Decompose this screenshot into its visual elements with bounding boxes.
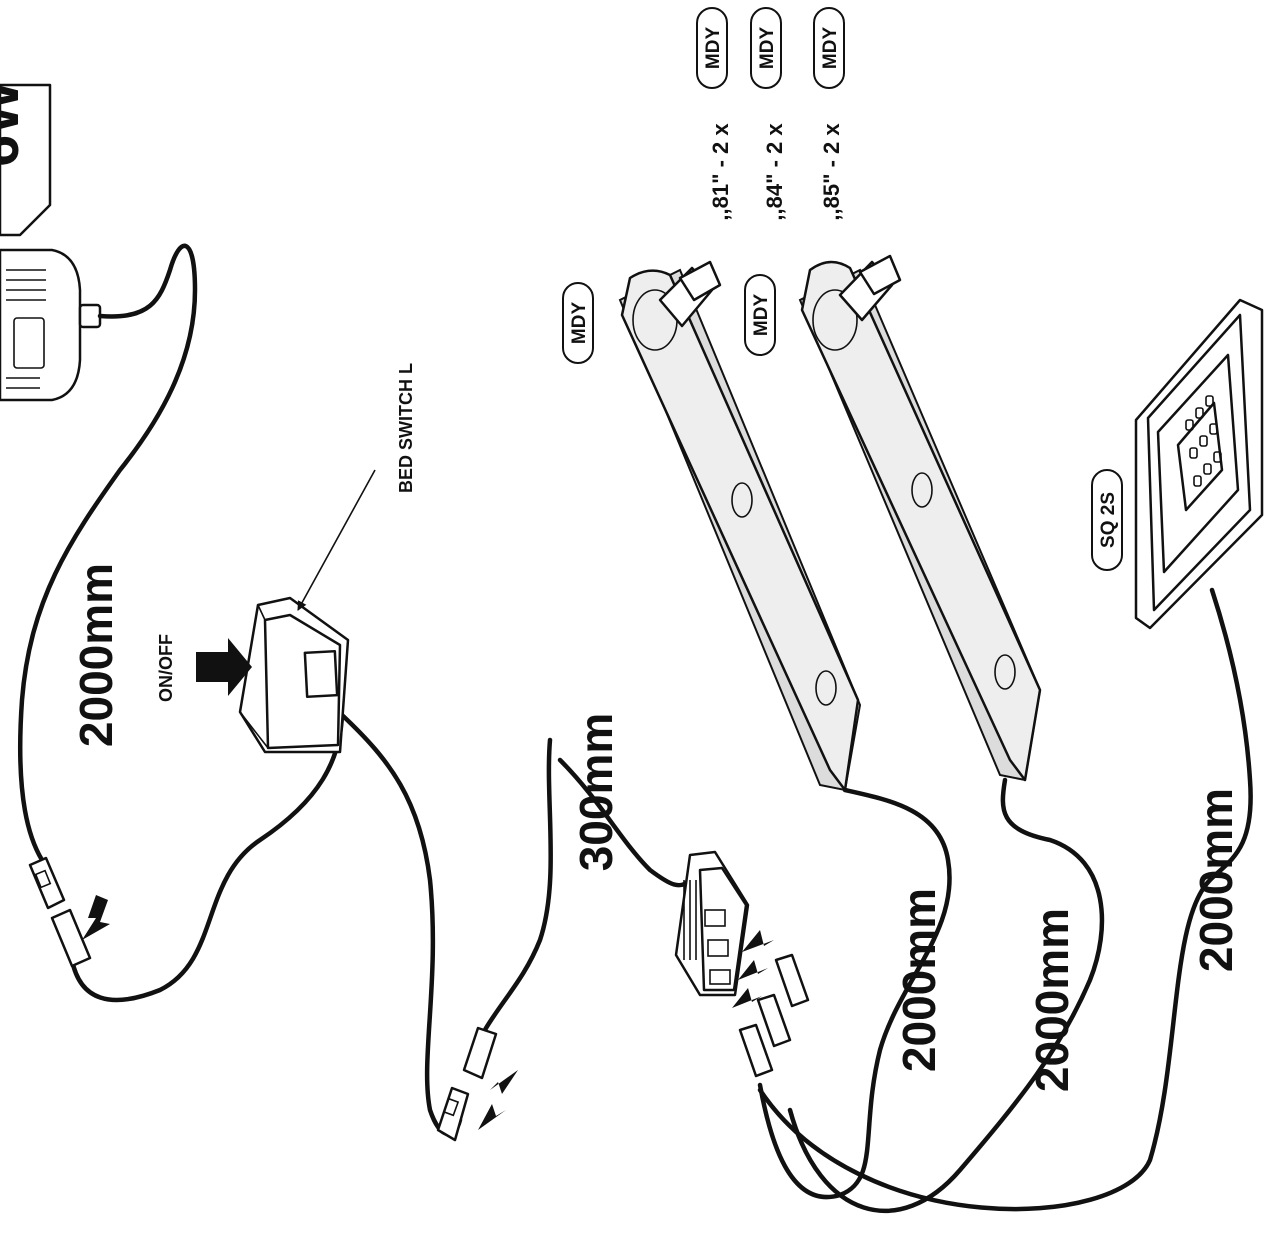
arrow-switch-connect-2-icon <box>490 1070 518 1094</box>
connector-light-2 <box>756 993 792 1048</box>
arrow-hub-1-icon <box>742 930 774 952</box>
distribution-hub <box>674 850 750 997</box>
label-power-cable-length: 2000mm <box>70 563 122 747</box>
cable-300mm <box>557 757 693 888</box>
arrow-power-connect-icon <box>82 895 110 940</box>
variant-2-size: ,,84" - 2 x <box>762 123 787 221</box>
variant-3-size: ,,85" - 2 x <box>819 123 844 221</box>
badge-sq2s-text: SQ 2S <box>1098 492 1119 548</box>
connector-light-1 <box>738 1023 774 1078</box>
cable-switch-loop <box>69 712 345 1003</box>
square-light-leds <box>1185 395 1222 487</box>
variant-3-badge: MDY <box>820 27 841 70</box>
power-adapter <box>0 248 102 402</box>
cable-light-1 <box>757 787 952 1200</box>
square-light <box>1134 298 1264 630</box>
arrow-hub-2-icon <box>738 960 768 980</box>
variant-1-badge: MDY <box>703 27 724 70</box>
on-off-arrow-icon <box>196 638 252 696</box>
badge-sq2s: SQ 2S <box>1091 469 1123 571</box>
connector-power-female <box>50 908 92 968</box>
label-hub-cable-length: 300mm <box>570 713 622 872</box>
arrow-hub-3-icon <box>732 988 762 1008</box>
label-light-1-cable-length: 2000mm <box>893 888 945 1072</box>
variant-3: ,,85" - 2 x MDY <box>813 7 845 221</box>
variant-2: ,,84" - 2 x MDY <box>750 7 787 221</box>
cable-power-out <box>17 243 198 863</box>
label-on-off: ON/OFF <box>156 634 176 702</box>
bed-switch-leader <box>297 469 376 611</box>
light-bar-1 <box>618 260 862 792</box>
connector-power-male <box>28 856 66 910</box>
badge-mdy-bar-2-text: MDY <box>751 294 772 337</box>
bed-switch <box>238 596 350 754</box>
connector-light-3 <box>774 953 810 1008</box>
cable-light-3 <box>757 587 1253 1212</box>
badge-mdy-bar-2: MDY <box>744 274 776 356</box>
connector-switch-male <box>462 1026 498 1080</box>
label-bed-switch: BED SWITCH L <box>396 363 416 493</box>
connector-switch-female <box>436 1086 470 1142</box>
label-light-3-cable-length: 2000mm <box>1190 788 1242 972</box>
power-label: 6W <box>0 80 52 237</box>
cable-switch-to-hub <box>339 712 553 1137</box>
variant-1-size: ,,81" - 2 x <box>708 123 733 221</box>
variant-2-badge: MDY <box>757 27 778 70</box>
cable-light-2 <box>787 777 1105 1213</box>
badge-mdy-bar-1-text: MDY <box>569 302 590 345</box>
variant-1: ,,81" - 2 x MDY <box>696 7 733 221</box>
arrow-switch-connect-1-icon <box>478 1104 506 1130</box>
label-light-2-cable-length: 2000mm <box>1026 908 1078 1092</box>
badge-mdy-bar-1: MDY <box>562 282 594 364</box>
power-watts-text: 6W <box>0 80 31 167</box>
light-bar-2 <box>798 254 1042 782</box>
